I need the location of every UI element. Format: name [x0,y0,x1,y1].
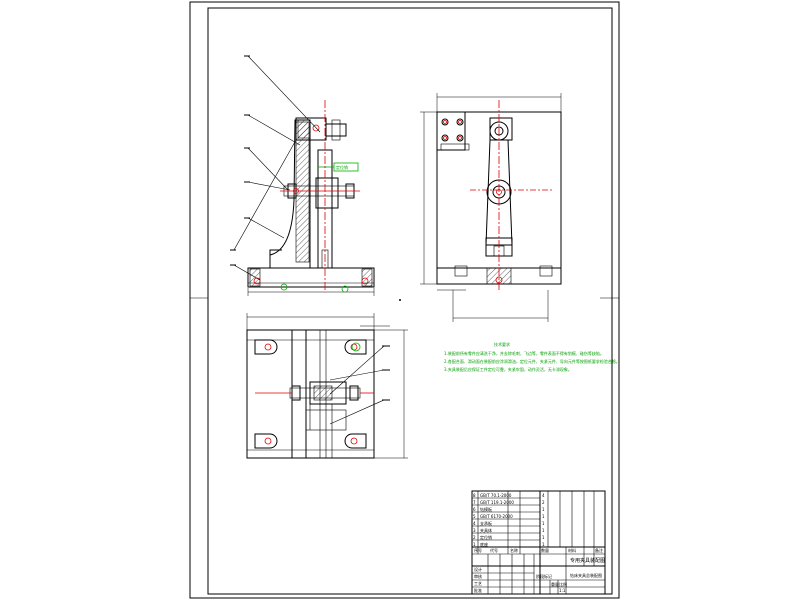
part-name-6: 钻模板 [480,506,492,512]
scale-value: 1:1 [559,588,566,593]
header-code: 代号 [490,547,498,553]
part-name-5: GB/T 6170-2000 [480,514,513,519]
header-name: 名称 [510,547,518,553]
part-row-1: 1 [473,542,476,547]
part-name-1: 底座 [480,541,488,547]
part-row-4: 4 [473,521,476,526]
sign-approve: 批准 [474,587,482,593]
part-row-7: 7 [473,500,476,505]
callout-green-label: 定位销 [336,164,348,170]
notes-line-2: 2.各配合面、滑动面在装配前应涂润滑油，定位元件、夹紧元件、导向元件等按图纸要求… [444,358,620,364]
stage-weight: 重量 [551,581,559,587]
title-block: 8 GB/T 70.1-2000 7 GB/T 119.1-2000 6 钻模板… [471,490,606,595]
part-row-2: 2 [473,535,476,540]
qty-3: 1 [542,528,545,533]
qty-6: 1 [542,507,545,512]
side-view [420,93,562,322]
notes-title: 技术要求 [494,341,510,347]
top-view [246,313,408,459]
stage-scale-label: 比例 [559,581,567,587]
sheet-outer-border [189,1,620,599]
qty-1: 1 [542,542,545,547]
header-material: 材料 [568,547,576,553]
qty-4: 1 [542,521,545,526]
technical-notes: 技术要求 1.装配前所有零件应清洗干净，并去除毛刺、飞边等，零件表面不得有划痕、… [444,341,620,372]
part-name-4: 支承板 [480,520,492,526]
qty-7: 2 [542,500,545,505]
header-qty: 数量 [541,547,549,553]
part-row-8: 8 [473,493,476,498]
part-row-6: 6 [473,507,476,512]
front-view: 定位销 [230,55,375,296]
part-name-7: GB/T 119.1-2000 [480,500,514,505]
part-name-3: 夹具体 [480,527,492,533]
sign-design: 设计 [474,566,482,572]
notes-line-3: 3.夹具装配后应保证工件定位可靠，夹紧牢固，动作灵活，无卡滞现象。 [444,366,572,372]
sign-process: 工艺 [474,581,482,586]
part-row-5: 5 [473,514,476,519]
notes-line-1: 1.装配前所有零件应清洗干净，并去除毛刺、飞边等，零件表面不得有划痕、碰伤等缺陷… [444,350,604,356]
part-row-3: 3 [473,528,476,533]
stage-mark: 阶段标记 [536,573,552,579]
qty-8: 4 [542,493,545,498]
drawing-title: 专用夹具装配图 [570,557,605,564]
part-name-8: GB/T 70.1-2000 [480,493,512,498]
qty-2: 1 [542,535,545,540]
drawing-subtitle: 钻床夹具总装配图 [570,572,602,578]
header-remark: 备注 [595,547,603,553]
part-name-2: 定位销 [480,534,492,540]
qty-5: 1 [542,514,545,519]
sign-review: 审核 [474,573,482,579]
sheet-inner-frame [207,7,613,595]
header-no: 序号 [474,547,482,553]
